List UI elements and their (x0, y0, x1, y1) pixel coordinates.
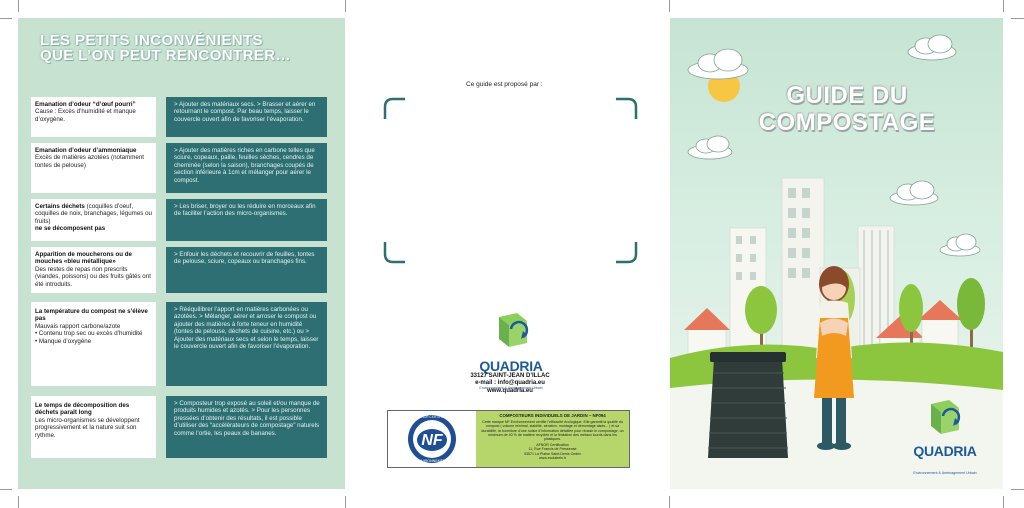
address-website: www.quadria.eu (487, 387, 533, 394)
certification-body: Cette marque NF Environnement certifie l… (481, 420, 624, 442)
address-city: 33127 SAINT-JEAN D’ILLAC (470, 373, 550, 379)
crop-mark (345, 496, 346, 508)
problem-text: (coquilles d’oeuf, coquilles de noix, br… (35, 203, 152, 225)
cover-illustration (670, 34, 1003, 489)
problem-bullet: • Manque d’oxygène (35, 337, 92, 345)
quadria-wordmark: QUADRIA Environnement & Aménagement Urba… (471, 358, 551, 394)
crop-mark (18, 0, 19, 12)
solution-cell: > Ajouter des matériaux secs. > Brasser … (166, 97, 327, 137)
certification-address: AFNOR Certification 11, Rue Francis de P… (481, 443, 624, 460)
problem-title: La température du compost ne s’élève pas (35, 308, 148, 323)
crop-mark (18, 496, 19, 508)
quadria-cube-icon (499, 313, 529, 347)
quadria-cube-icon (931, 400, 961, 434)
sponsor-frame (383, 97, 638, 264)
problem-text: Mauvais rapport carbone/azote (35, 322, 121, 330)
crop-mark (0, 489, 12, 490)
girl-character-icon (814, 266, 854, 450)
cloud-icon (687, 48, 749, 80)
problem-cell: Le temps de décomposition des déchets pa… (31, 396, 156, 458)
nf-environnement-logo: NF PAR AFNOR CERTIFICATION ENVIRONNEMENT (388, 411, 476, 467)
problem-title: Le temps de décomposition des déchets pa… (35, 402, 130, 417)
nf-bottom-text: ENVIRONNEMENT (416, 459, 448, 463)
problem-text: Cause : Excès d’humidité et manque d’oxy… (35, 108, 136, 123)
problem-cell: Emanation d’odeur “d’œuf pourri” Cause :… (31, 97, 156, 137)
address-email: e-mail : info@quadria.eu (475, 380, 545, 387)
composter-icon (708, 352, 788, 458)
solution-cell: > Rééquilibrer l’apport en matières carb… (166, 302, 327, 386)
contact-address: 33127 SAINT-JEAN D’ILLAC e-mail : info@q… (450, 373, 570, 395)
cover-title: GUIDE DU COMPOSTAGE (742, 82, 952, 136)
nf-seal-icon: NF PAR AFNOR CERTIFICATION ENVIRONNEMENT (408, 415, 456, 463)
frame-corner (383, 97, 405, 119)
crop-mark (1011, 18, 1024, 19)
quadria-logo: QUADRIA Environnement & Aménagement Urba… (471, 311, 551, 390)
problem-cell: Emanation d’odeur d’ammoniaque Excès de … (31, 143, 156, 193)
problem-title: Emanation d’odeur “d’œuf pourri” (35, 101, 136, 108)
cover-title-line2: COMPOSTAGE (758, 109, 936, 136)
problem-bullet: • Contenu trop sec ou excès d’humidité (35, 330, 143, 338)
table-row: Apparition de moucherons ou de mouches «… (31, 247, 327, 293)
frame-corner (383, 242, 405, 264)
solution-cell: > Ajouter des matières riches en carbone… (166, 143, 327, 193)
left-title-line2: QUE L’ON PEUT RENCONTRER… (40, 47, 291, 64)
logo-subtitle: Environnement & Aménagement Urbain (479, 386, 543, 390)
quadria-logo-cover: QUADRIA Environnement & Aménagement Urba… (905, 398, 985, 475)
problem-title: Apparition de moucherons ou de mouches «… (35, 251, 132, 266)
table-row: Le temps de décomposition des déchets pa… (31, 396, 327, 458)
logo-subtitle: Environnement & Aménagement Urbain (913, 471, 977, 475)
frame-corner (616, 242, 638, 264)
cert-addr-line: 93571 La Plaine Saint-Denis Cedex (524, 451, 581, 456)
cloud-icon (687, 135, 733, 160)
cert-addr-line: www.ecolabels.fr (539, 455, 566, 460)
problem-cell: Apparition de moucherons ou de mouches «… (31, 247, 156, 293)
certification-text: COMPOSTEURS INDIVIDUELS DE JARDIN – NF09… (476, 411, 629, 467)
crop-mark (1011, 489, 1024, 490)
logo-word: QUADRIA (913, 443, 977, 459)
crop-mark (345, 0, 346, 12)
certification-box: NF PAR AFNOR CERTIFICATION ENVIRONNEMENT… (387, 410, 630, 468)
sponsor-caption: Ce guide est proposé par : (466, 81, 543, 88)
solution-cell: > Enfouir les déchets et recouvrir de fe… (166, 247, 327, 293)
table-row: Emanation d’odeur “d’œuf pourri” Cause :… (31, 97, 327, 137)
nf-top-text: PAR AFNOR CERTIFICATION (410, 415, 454, 419)
problem-cell: La température du compost ne s’élève pas… (31, 302, 156, 386)
solution-cell: > Les briser, broyer ou les réduire en m… (166, 199, 327, 241)
problem-cell: Certains déchets (coquilles d’oeuf, coqu… (31, 199, 156, 241)
solution-cell: > Composteur trop exposé au soleil et/ou… (166, 396, 327, 458)
cloud-icon (939, 233, 981, 257)
crop-mark (0, 18, 12, 19)
crop-mark (669, 0, 670, 12)
nf-mark: NF (421, 432, 444, 449)
table-row: Certains déchets (coquilles d’oeuf, coqu… (31, 199, 327, 241)
quadria-wordmark: QUADRIA Environnement & Aménagement Urba… (905, 443, 985, 479)
cover-panel (670, 18, 1003, 489)
certification-title: COMPOSTEURS INDIVIDUELS DE JARDIN – NF09… (499, 413, 606, 418)
cover-title-line1: GUIDE DU (786, 82, 908, 109)
crop-mark (669, 496, 670, 508)
problem-text: Les micro-organismes se développent prog… (35, 416, 140, 439)
problem-title-end: ne se décomposent pas (35, 225, 106, 233)
crop-mark (1003, 496, 1004, 508)
cert-addr-line: AFNOR Certification (536, 443, 569, 448)
problem-title: Emanation d’odeur d’ammoniaque (35, 147, 137, 154)
crop-mark (1003, 0, 1004, 12)
left-panel-title: LES PETITS INCONVÉNIENTS QUE L’ON PEUT R… (40, 33, 300, 63)
left-title-line1: LES PETITS INCONVÉNIENTS (40, 32, 263, 49)
problem-title: Certains déchets (35, 203, 85, 210)
cloud-icon (889, 180, 939, 206)
table-row: Emanation d’odeur d’ammoniaque Excès de … (31, 143, 327, 193)
cert-addr-line: 11, Rue Francis de Pressensé (528, 447, 577, 452)
frame-corner (616, 97, 638, 119)
problem-text: Des restes de repas non prescrits (viand… (35, 265, 151, 288)
logo-word: QUADRIA (479, 358, 543, 374)
problem-text: Excès de matières azotées (notamment ton… (35, 154, 145, 169)
table-row: La température du compost ne s’élève pas… (31, 302, 327, 386)
cloud-icon (907, 34, 957, 61)
